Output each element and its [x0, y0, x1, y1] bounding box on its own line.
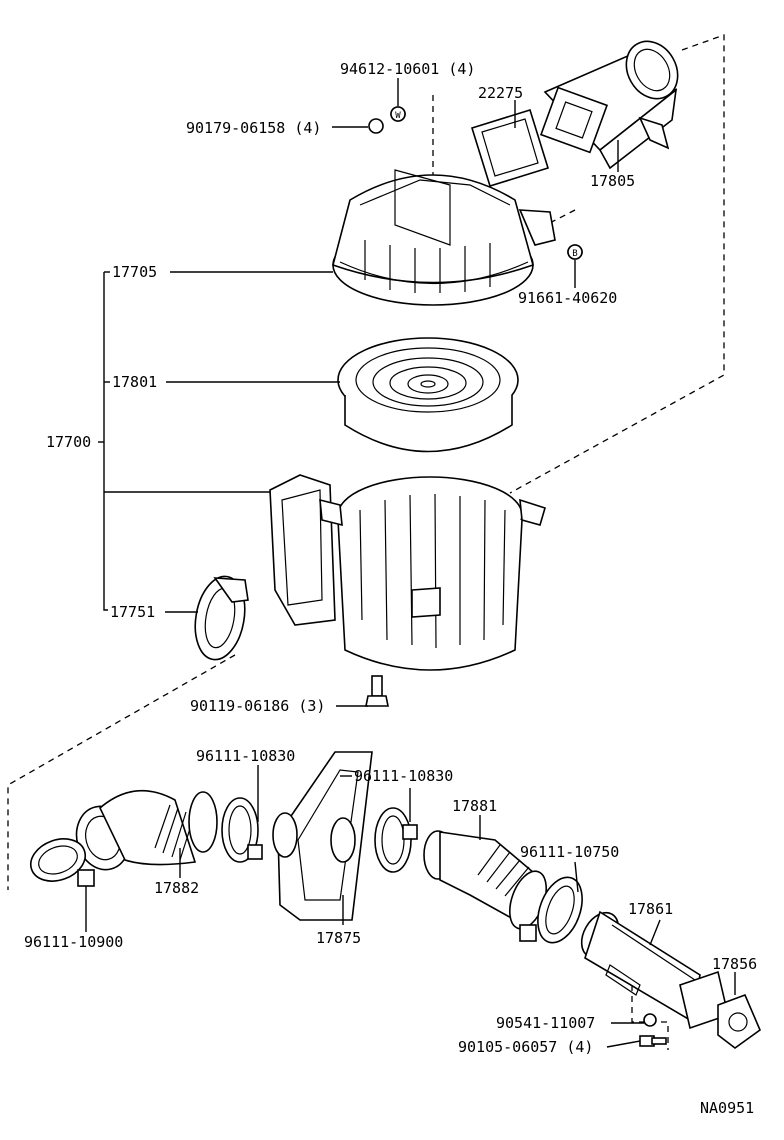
- label-17875: 17875: [316, 929, 361, 947]
- label-90179: 90179-06158 (4): [186, 119, 321, 137]
- label-17751: 17751: [110, 603, 155, 621]
- label-96111-10830-b: 96111-10830: [354, 767, 453, 785]
- label-17700: 17700: [46, 433, 91, 451]
- label-91661: 91661-40620: [518, 289, 617, 307]
- gasket-part: [470, 108, 550, 188]
- marker-b: B: [567, 244, 583, 260]
- label-17705: 17705: [112, 263, 157, 281]
- label-17881: 17881: [452, 797, 497, 815]
- filter-element-part: [337, 337, 519, 453]
- leader-lines: [85, 78, 736, 1048]
- intake-duct-part: [539, 40, 679, 170]
- label-94612: 94612-10601 (4): [340, 60, 475, 78]
- fasteners-bottom: [639, 1013, 667, 1047]
- label-17856: 17856: [712, 955, 757, 973]
- label-90119: 90119-06186 (3): [190, 697, 325, 715]
- clamp-left-part: [30, 838, 95, 887]
- marker-w: W: [390, 106, 406, 122]
- marker-b-text: B: [572, 249, 577, 259]
- oval-seal-part: [194, 575, 249, 661]
- marker-w-text: W: [395, 111, 401, 121]
- label-90105: 90105-06057 (4): [458, 1038, 593, 1056]
- label-17805: 17805: [590, 172, 635, 190]
- label-22275: 22275: [478, 84, 523, 102]
- gasket-17856-part: [717, 993, 761, 1049]
- clamp-center-right-part: [374, 807, 418, 873]
- label-96111-10830-a: 96111-10830: [196, 747, 295, 765]
- hose-17881-part: [423, 830, 548, 930]
- label-96111-10900: 96111-10900: [24, 933, 123, 951]
- hose-17882-part: [75, 789, 218, 871]
- clamp-center-left-part: [221, 797, 263, 863]
- air-cleaner-cap-part: [332, 169, 556, 306]
- label-90541: 90541-11007: [496, 1014, 595, 1032]
- label-17801: 17801: [112, 373, 157, 391]
- air-cleaner-case-part: [269, 474, 546, 671]
- label-96111-10750: 96111-10750: [520, 843, 619, 861]
- pipe-17861-part: [580, 910, 729, 1030]
- part-labels: 94612-10601 (4) 90179-06158 (4) 22275 17…: [24, 60, 757, 1117]
- clamp-right-part: [519, 876, 583, 944]
- label-17882: 17882: [154, 879, 199, 897]
- resonator-17875-part: [272, 751, 373, 921]
- diagram-code: NA0951: [700, 1099, 754, 1117]
- label-17861: 17861: [628, 900, 673, 918]
